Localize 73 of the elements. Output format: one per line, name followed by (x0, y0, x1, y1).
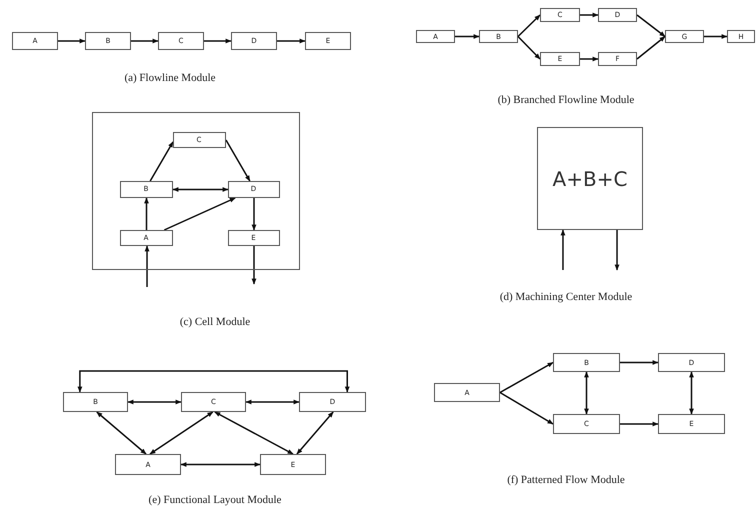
process-box (120, 180, 172, 198)
process-box (598, 8, 637, 22)
arrow (225, 140, 250, 182)
process-box (228, 180, 280, 198)
arrow (580, 56, 599, 62)
module-caption: (b) Branched Flowline Module (498, 94, 634, 106)
process-box (63, 392, 128, 412)
process-box (658, 353, 725, 372)
arrow (252, 198, 256, 231)
arrow (584, 371, 589, 415)
process-box (305, 32, 351, 50)
arrow (620, 422, 659, 426)
arrow (620, 360, 659, 365)
module-caption: (f) Patterned Flow Module (507, 474, 625, 486)
arrow (500, 362, 554, 394)
arrow (172, 187, 229, 192)
arrow (245, 400, 300, 404)
process-box (540, 8, 580, 22)
module-caption: (e) Functional Layout Module (148, 494, 282, 506)
arrow (517, 36, 541, 60)
arrow (214, 411, 294, 455)
arrow (127, 400, 182, 404)
process-box (434, 383, 500, 402)
arrow (252, 246, 256, 285)
module-caption: (c) Cell Module (180, 316, 250, 328)
arrow (689, 371, 694, 415)
arrow (500, 392, 554, 425)
process-box (158, 32, 204, 50)
process-box (228, 230, 280, 246)
process-box (553, 353, 620, 372)
arrow (296, 412, 334, 454)
module-caption: (a) Flowline Module (124, 72, 216, 84)
node-label: A+B+C (552, 166, 628, 190)
process-box (181, 392, 246, 412)
process-box (540, 52, 580, 66)
process-box (727, 30, 755, 43)
arrow (277, 38, 306, 44)
process-box (85, 32, 131, 50)
arrow (704, 34, 728, 39)
arrow (636, 36, 666, 60)
process-box (416, 30, 455, 43)
process-box (553, 414, 620, 434)
arrow (144, 245, 150, 287)
arrow (580, 12, 599, 18)
arrow (455, 34, 480, 39)
process-box (172, 132, 226, 148)
process-box (12, 32, 58, 50)
process-box (299, 392, 366, 412)
process-box (479, 30, 518, 43)
arrow (204, 38, 232, 44)
arrow (58, 38, 86, 44)
arrow (164, 197, 236, 231)
module-caption: (d) Machining Center Module (500, 291, 632, 303)
process-box (665, 30, 704, 43)
arrow (149, 411, 214, 455)
module-frame (92, 112, 300, 270)
process-box (658, 414, 725, 434)
process-box (598, 52, 637, 66)
process-box (115, 454, 181, 475)
process-box (120, 230, 172, 246)
machining-center-box (537, 127, 643, 230)
arrow (78, 370, 350, 393)
arrow (131, 38, 159, 44)
arrow (560, 229, 566, 270)
arrow (180, 462, 261, 467)
arrow (144, 197, 149, 230)
process-box (231, 32, 277, 50)
arrow (636, 14, 666, 38)
arrow (96, 411, 146, 455)
arrow (517, 14, 541, 38)
process-box (260, 454, 326, 475)
arrow (150, 141, 174, 182)
arrow (614, 230, 620, 271)
